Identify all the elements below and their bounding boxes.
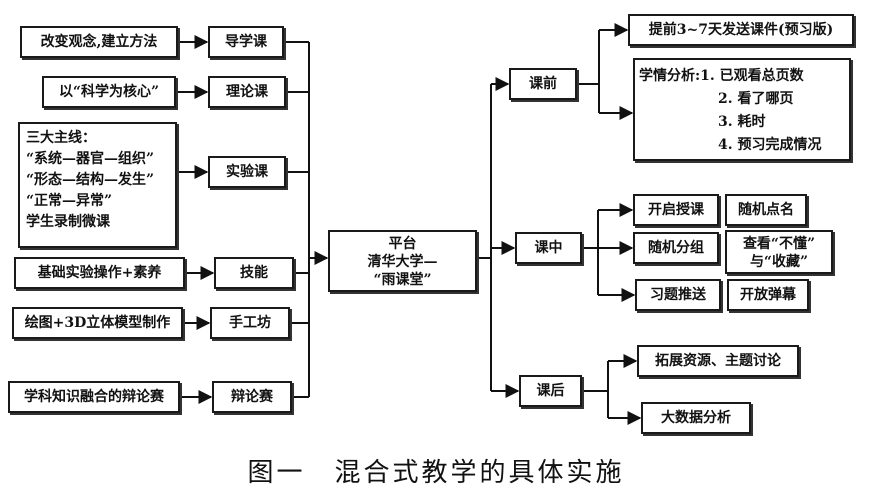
source-science-core: 以“科学为核心” bbox=[42, 76, 176, 108]
stage-after-class: 课后 bbox=[519, 375, 582, 407]
platform-line: 清华大学— bbox=[367, 254, 438, 270]
stage-before-text: 课前 bbox=[529, 76, 557, 92]
random-rollcall-text: 随机点名 bbox=[738, 202, 794, 218]
source-debate-fusion: 学科知识融合的辩论赛 bbox=[8, 381, 180, 413]
send-courseware-box: 提前3~7天发送课件(预习版) bbox=[628, 14, 854, 46]
open-danmu-box: 开放弹幕 bbox=[727, 279, 809, 311]
platform-line: “雨课堂” bbox=[373, 272, 432, 288]
source-debate-fusion-text: 学科知识融合的辩论赛 bbox=[24, 389, 164, 405]
source-3d-model-text: 绘图+3D立体模型制作 bbox=[24, 315, 171, 331]
analysis-line: 2. 看了哪页 bbox=[718, 91, 794, 107]
start-teaching-text: 开启授课 bbox=[648, 202, 704, 218]
stage-before-class: 课前 bbox=[509, 68, 577, 100]
big-data-analysis-box: 大数据分析 bbox=[641, 402, 751, 434]
course-workshop: 手工坊 bbox=[210, 307, 290, 339]
three-threads-line: “正常—异常” bbox=[26, 193, 113, 209]
source-science-core-text: 以“科学为核心” bbox=[58, 84, 160, 100]
course-theory: 理论课 bbox=[208, 76, 286, 108]
random-group-text: 随机分组 bbox=[648, 240, 704, 256]
view-confused-line: 与“收藏” bbox=[749, 254, 809, 270]
stage-during-text: 课中 bbox=[534, 240, 563, 256]
big-data-analysis-text: 大数据分析 bbox=[661, 410, 731, 426]
course-theory-text: 理论课 bbox=[226, 84, 268, 100]
push-quiz-text: 习题推送 bbox=[650, 287, 706, 303]
random-rollcall-box: 随机点名 bbox=[725, 194, 807, 226]
course-intro: 导学课 bbox=[208, 26, 284, 58]
course-lab-text: 实验课 bbox=[226, 164, 268, 180]
stage-in-class: 课中 bbox=[515, 232, 582, 264]
open-danmu-text: 开放弹幕 bbox=[740, 287, 796, 303]
send-courseware-text: 提前3~7天发送课件(预习版) bbox=[648, 22, 834, 38]
start-teaching-box: 开启授课 bbox=[633, 194, 719, 226]
three-threads-line: “系统—器官—组织” bbox=[26, 151, 155, 167]
course-skills: 技能 bbox=[214, 257, 294, 289]
source-basic-skills-text: 基础实验操作+素养 bbox=[37, 265, 162, 281]
learning-analysis-box: 学情分析:1. 已观看总页数 2. 看了哪页 3. 耗时 4. 预习完成情况 bbox=[633, 58, 851, 161]
three-threads-line: “形态—结构—发生” bbox=[26, 172, 155, 188]
source-basic-skills: 基础实验操作+素养 bbox=[14, 257, 185, 289]
platform-line: 平台 bbox=[388, 236, 417, 252]
course-workshop-text: 手工坊 bbox=[229, 315, 271, 331]
analysis-line: 4. 预习完成情况 bbox=[718, 137, 822, 153]
analysis-line: 3. 耗时 bbox=[718, 114, 766, 130]
extended-resources-box: 拓展资源、主题讨论 bbox=[637, 345, 799, 377]
three-threads-line: 三大主线： bbox=[26, 130, 96, 146]
analysis-line: 学情分析:1. 已观看总页数 bbox=[639, 68, 804, 84]
view-confused-line: 查看“不懂” bbox=[742, 236, 816, 252]
source-three-threads: 三大主线： “系统—器官—组织” “形态—结构—发生” “正常—异常” 学生录制… bbox=[18, 122, 177, 248]
source-mindset: 改变观念,建立方法 bbox=[20, 26, 178, 58]
course-debate-text: 辩论赛 bbox=[231, 389, 273, 405]
extended-resources-text: 拓展资源、主题讨论 bbox=[655, 353, 781, 369]
stage-after-text: 课后 bbox=[536, 383, 565, 399]
random-group-box: 随机分组 bbox=[633, 232, 719, 264]
course-debate: 辩论赛 bbox=[212, 381, 292, 413]
course-lab: 实验课 bbox=[208, 156, 286, 188]
three-threads-line: 学生录制微课 bbox=[26, 214, 110, 230]
figure-caption: 图一 混合式教学的具体实施 bbox=[247, 458, 625, 488]
push-quiz-box: 习题推送 bbox=[635, 279, 721, 311]
source-3d-model: 绘图+3D立体模型制作 bbox=[12, 307, 183, 339]
course-intro-text: 导学课 bbox=[225, 34, 267, 50]
course-skills-text: 技能 bbox=[240, 265, 268, 281]
view-confused-box: 查看“不懂” 与“收藏” bbox=[725, 230, 833, 274]
source-mindset-text: 改变观念,建立方法 bbox=[40, 34, 158, 50]
platform-center: 平台 清华大学— “雨课堂” bbox=[328, 230, 477, 292]
